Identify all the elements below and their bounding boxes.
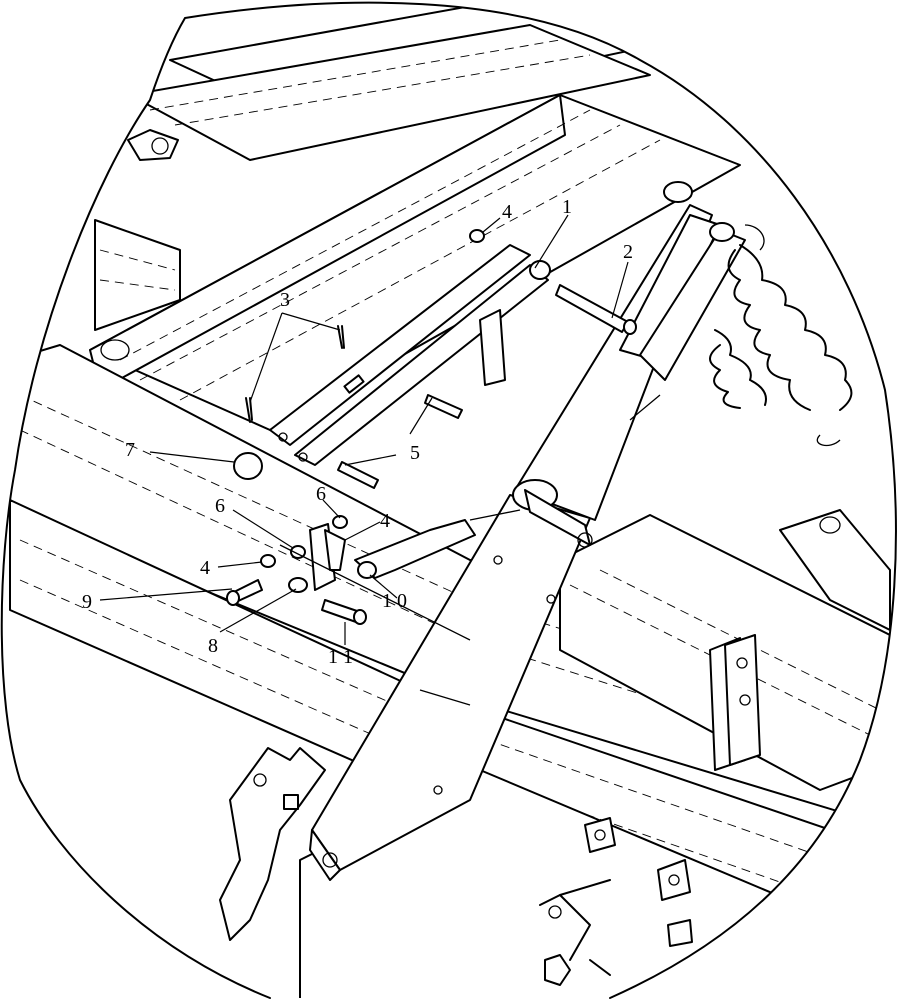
callout-leaders (99, 214, 629, 645)
callout-labels: 1 2 3 4 5 7 6 6 4 4 1 0 9 8 1 1 (82, 196, 633, 668)
callout-7: 7 (125, 439, 135, 461)
mounting-plates (709, 634, 761, 771)
pin-2 (555, 284, 629, 333)
callout-1: 1 (562, 196, 572, 218)
frame-edges (279, 394, 661, 706)
hardware (226, 229, 637, 625)
callout-9: 9 (82, 591, 92, 613)
pin-5a (424, 394, 463, 419)
callout-10: 1 0 (382, 590, 407, 612)
callout-6-right: 6 (316, 483, 326, 505)
nut-4a (469, 229, 485, 243)
callout-6-left: 6 (215, 495, 225, 517)
spring-linkage-arm (619, 181, 746, 381)
callout-11: 1 1 (328, 646, 353, 668)
callout-5: 5 (410, 442, 420, 464)
arm-10 (354, 519, 476, 579)
left-stub-beam (94, 219, 181, 331)
nut-6b (290, 545, 306, 559)
callout-4-left: 4 (200, 557, 210, 579)
bushing-7 (233, 452, 263, 480)
callout-2: 2 (623, 241, 633, 263)
nut-4c (260, 554, 276, 568)
callout-4-top: 4 (502, 201, 512, 223)
upper-bracket-plates (269, 244, 551, 466)
pin-5b (337, 461, 379, 489)
callout-3: 3 (280, 289, 290, 311)
hitch-bracket (219, 747, 326, 941)
nut-6a (332, 515, 348, 529)
drawing-content (9, 2, 896, 999)
callout-8: 8 (208, 635, 218, 657)
bottom-hardware (539, 879, 611, 986)
tension-springs (709, 224, 853, 447)
upper-square-tube (89, 94, 741, 431)
callout-4-mid: 4 (380, 510, 390, 532)
